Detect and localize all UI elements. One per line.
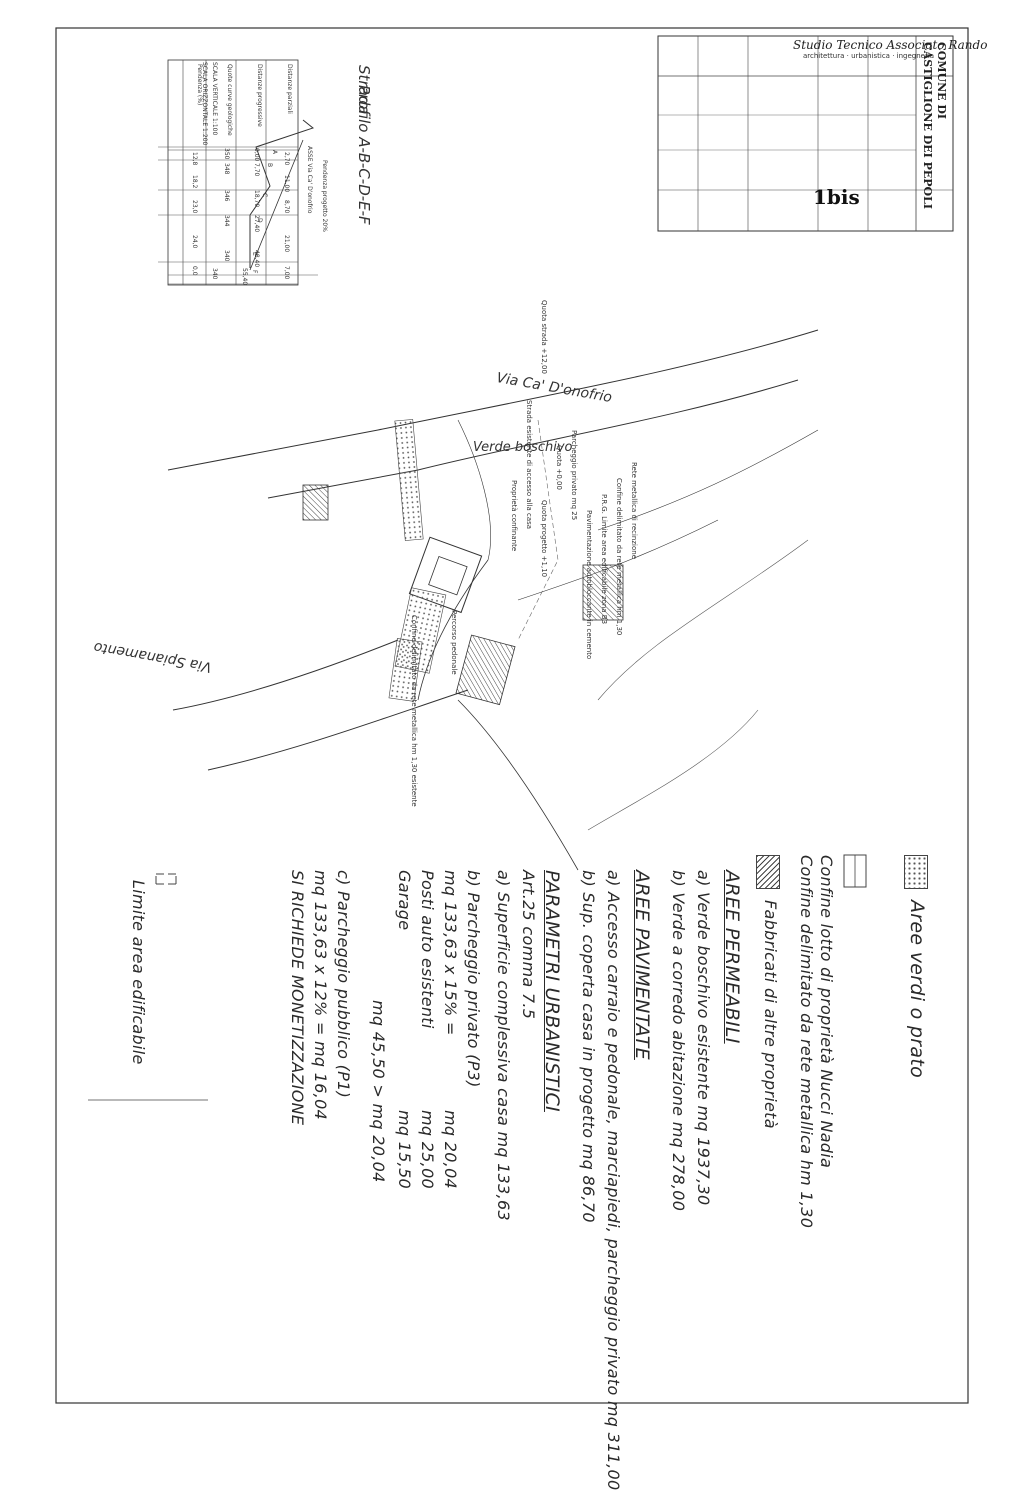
pavimentate-b: b) Sup. coperta casa in progetto mq 86,7… bbox=[579, 870, 598, 1223]
sheet-number: 1bis bbox=[813, 185, 860, 209]
studio-name: Studio Tecnico Associato Rando bbox=[793, 38, 988, 52]
frame-lines bbox=[55, 27, 969, 1404]
map-label-2: P.R.G. Limite area edificabile zona B3 bbox=[600, 494, 608, 625]
prog-1: 7,70 bbox=[253, 163, 260, 177]
row-label-2: Quote curve geologiche bbox=[226, 64, 233, 136]
pp-val: mq 20,04 bbox=[441, 1110, 460, 1190]
map-label-7: Strada esistente di accesso alla casa bbox=[525, 400, 533, 530]
posti-auto: Posti auto esistenti bbox=[418, 870, 437, 1029]
pend-4: 0,0 bbox=[191, 266, 198, 276]
map-label-4: Parcheggio privato mq 25 bbox=[570, 430, 578, 521]
superficie: a) Superficie complessiva casa mq 133,63 bbox=[494, 870, 513, 1221]
legend-confine-lotto: Confine lotto di proprietà Nucci Nadia bbox=[817, 855, 836, 1169]
row-label-0: Distanze parziali bbox=[286, 64, 293, 114]
map-label-1: Confine delimitato da rete metallica hm … bbox=[615, 478, 623, 636]
comune-line1: COMUNE DI bbox=[935, 42, 948, 120]
pub-calc: mq 133,63 x 12% = mq 16,04 bbox=[311, 870, 330, 1121]
pavimentate-a: a) Accesso carraio e pedonale, marciapie… bbox=[604, 870, 623, 1490]
scale-vertical: SCALA VERTICALE 1:100 bbox=[211, 62, 218, 136]
studio-sub: architettura · urbanistica · ingegneria bbox=[803, 52, 935, 60]
pend-0: 12,8 bbox=[191, 152, 198, 166]
legend-confine-rete: Confine delimitato da rete metallica hm … bbox=[797, 855, 816, 1229]
quote-0: 350 bbox=[223, 148, 230, 160]
prog-4: 48,40 bbox=[253, 250, 260, 268]
legend-aree-verdi: Aree verdi o prato bbox=[906, 900, 928, 1079]
quote-1: 348 bbox=[223, 163, 230, 175]
prog-2: 18,70 bbox=[253, 190, 260, 208]
quote-3: 344 bbox=[223, 215, 230, 227]
partial-3: 21,00 bbox=[283, 235, 290, 253]
partial-4: 7,00 bbox=[283, 266, 290, 280]
pt-A: A bbox=[271, 150, 278, 155]
legend-swatch-hatch bbox=[756, 855, 780, 889]
map-label-6: Quota progetto +1,10 bbox=[540, 500, 548, 578]
permeabili-a: a) Verde boschivo esistente mq 1937,30 bbox=[694, 870, 713, 1206]
quote-5: 340 bbox=[211, 268, 218, 280]
pend-2: 23,0 bbox=[191, 200, 198, 214]
slope-note: Pendenza progetto 20% bbox=[321, 160, 328, 232]
map-label-8: Proprietà confinante bbox=[510, 480, 518, 552]
row-label-3: Pendenza (%) bbox=[196, 64, 203, 106]
pend-3: 24,0 bbox=[191, 235, 198, 249]
legend-limite: Limite area edificabile bbox=[129, 880, 148, 1065]
posti-val: mq 25,00 bbox=[418, 1110, 437, 1190]
partial-2: 8,70 bbox=[283, 200, 290, 214]
map-label-0: Rete metallica di recinzione bbox=[630, 462, 638, 560]
pp-calc: mq 133,63 x 15% = bbox=[441, 870, 460, 1036]
heading-pavimentate: AREE PAVIMENTATE bbox=[631, 870, 653, 1060]
map-label-10: Confine delimitato da rete metallica hm … bbox=[410, 615, 418, 807]
heading-permeabili: AREE PERMEABILI bbox=[721, 870, 743, 1044]
permeabili-b: b) Verde a corredo abitazione mq 278,00 bbox=[669, 870, 688, 1212]
pt-F: F bbox=[251, 270, 258, 274]
profile-label-2: Profilo A-B-C-D-E-F bbox=[355, 85, 373, 225]
quote-2: 346 bbox=[223, 190, 230, 202]
parcheggio-privato: b) Parcheggio privato (P3) bbox=[464, 870, 483, 1088]
legend-fabbricati: Fabbricati di altre proprietà bbox=[761, 900, 780, 1129]
monetizzazione: SI RICHIEDE MONETIZZAZIONE bbox=[288, 870, 307, 1126]
row-label-1: Distanze progressive bbox=[256, 64, 263, 127]
map-label-5: Quota +0,00 bbox=[555, 445, 563, 490]
garage-val: mq 15,50 bbox=[395, 1110, 414, 1190]
pt-B: B bbox=[266, 163, 273, 168]
prog-3: 27,40 bbox=[253, 215, 260, 233]
legend-swatch-dots bbox=[904, 855, 928, 889]
prog-5: 55,40 bbox=[241, 268, 248, 286]
parcheggio-pubblico: c) Parcheggio pubblico (P1) bbox=[334, 870, 353, 1099]
drawing-sheet: COMUNE DI CASTIGLIONE DEI PEPOLI Studio … bbox=[55, 27, 988, 1490]
comune-line2: CASTIGLIONE DEI PEPOLI bbox=[921, 42, 934, 209]
map-label-3: Pavimentazione autobloccante in cemento bbox=[585, 510, 593, 660]
partial-0: 2,70 bbox=[283, 152, 290, 166]
total-check: mq 45,50 > mq 20,04 bbox=[369, 1000, 388, 1183]
map-label-11: Quota strada +12,00 bbox=[540, 300, 548, 374]
pt-C: C bbox=[261, 193, 268, 198]
pend-1: 18,2 bbox=[191, 175, 198, 189]
rotated-plan: COMUNE DI CASTIGLIONE DEI PEPOLI Studio … bbox=[55, 27, 988, 1490]
partial-1: 11,00 bbox=[283, 175, 290, 193]
map-label-9: Percorso pedonale bbox=[450, 610, 458, 675]
heading-parametri: PARAMETRI URBANISTICI bbox=[541, 870, 563, 1112]
art-25: Art.25 comma 7.5 bbox=[519, 870, 538, 1020]
prog-0: 0,00 bbox=[253, 148, 260, 162]
garage: Garage bbox=[395, 870, 414, 931]
quote-4: 340 bbox=[223, 250, 230, 262]
axis-label: ASSE Via Ca' D'onofrio bbox=[306, 146, 313, 214]
